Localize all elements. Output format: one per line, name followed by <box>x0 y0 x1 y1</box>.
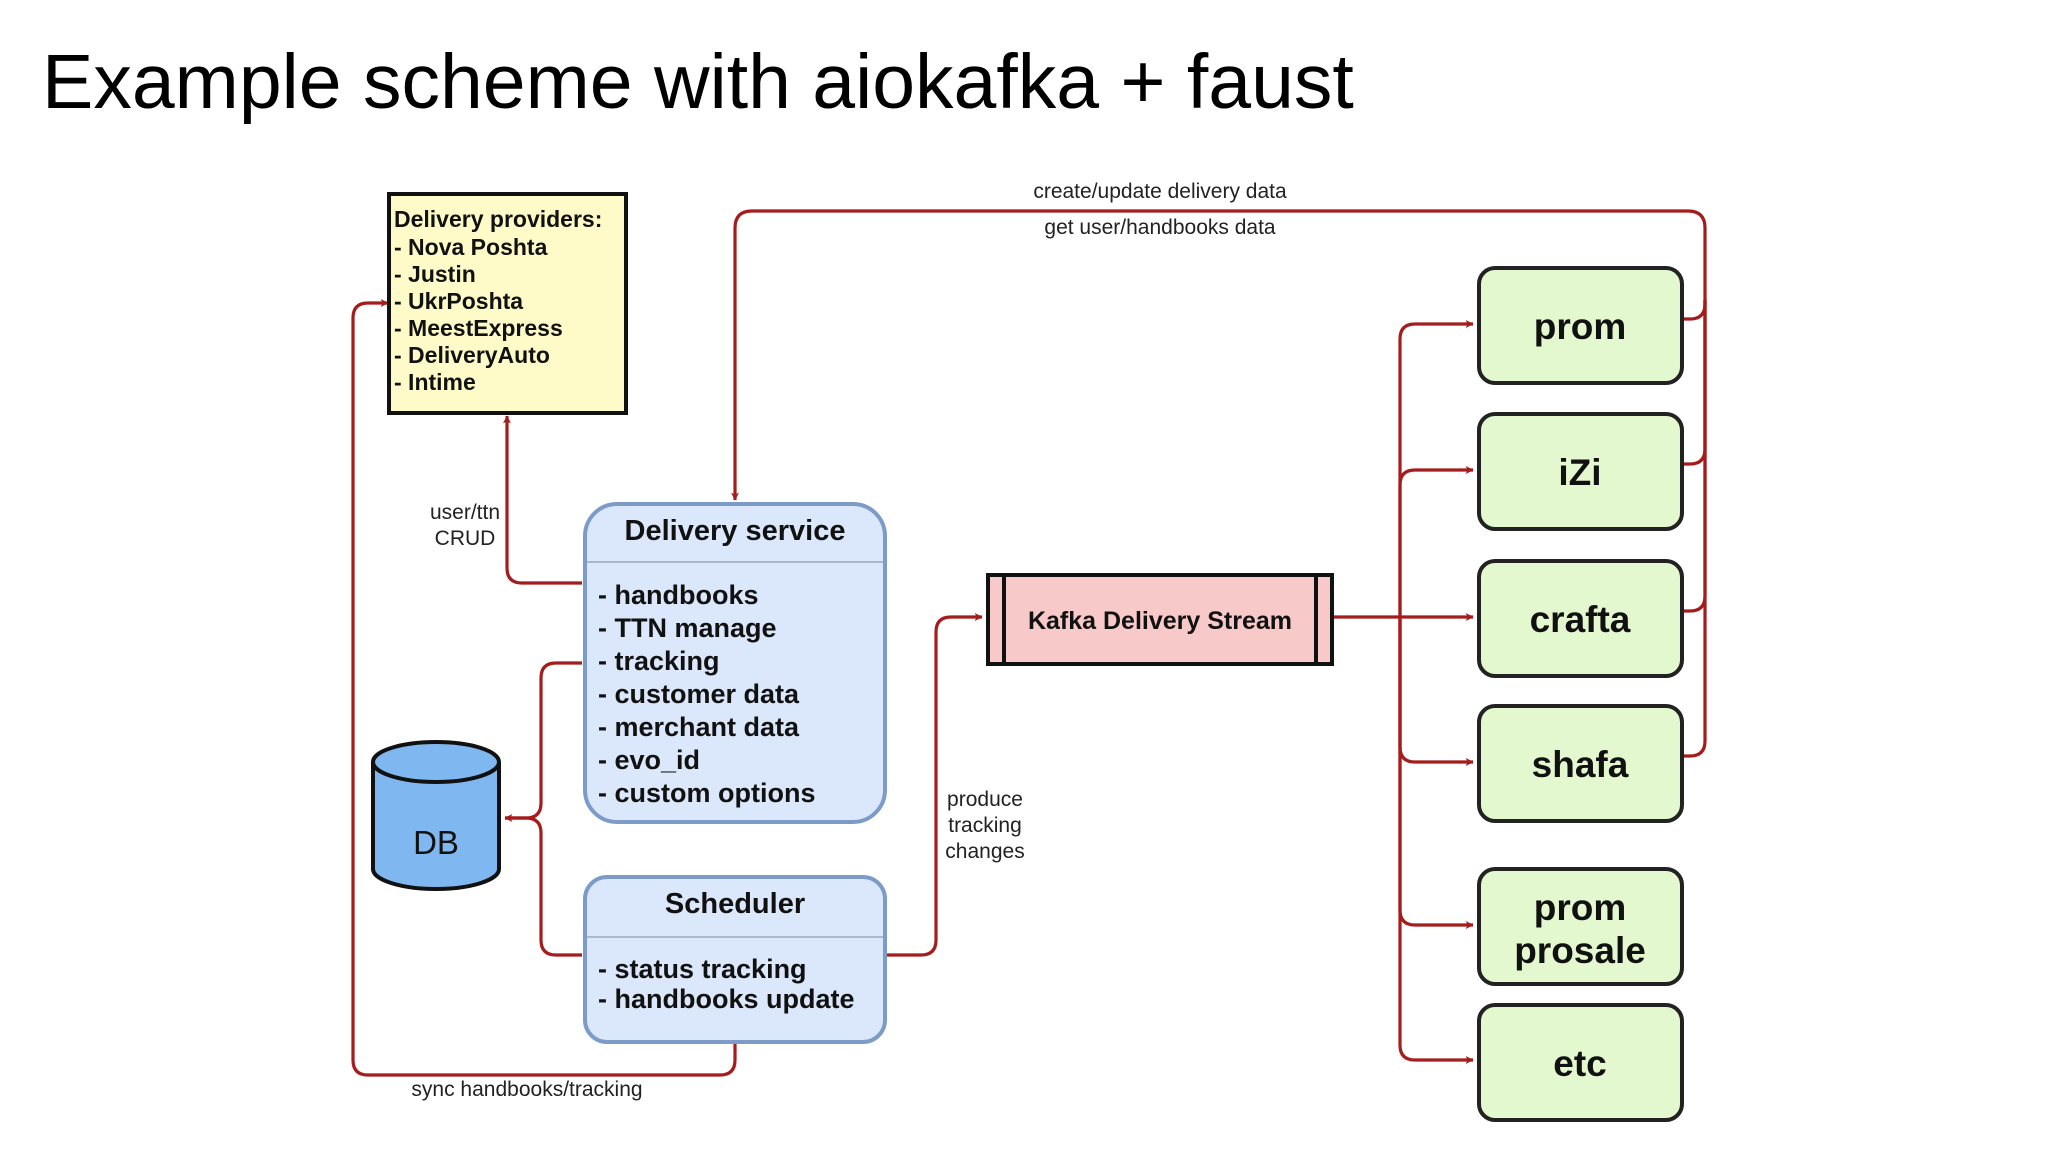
edge-service-to-providers <box>503 415 582 585</box>
service-item: - merchant data <box>598 712 800 742</box>
consumer-izi: iZi <box>1477 412 1684 531</box>
provider-item: - UkrPoshta <box>394 288 523 314</box>
consumer-label: iZi <box>1558 452 1601 493</box>
label-tracking: tracking <box>948 814 1022 837</box>
edge-kafka-to-prom <box>1398 320 1474 617</box>
consumer-label: prom <box>1534 887 1627 928</box>
delivery-service-node: Delivery service - handbooks - TTN manag… <box>583 502 887 824</box>
label-produce: produce <box>947 788 1023 811</box>
edge-shafa-return <box>1665 300 1707 758</box>
consumer-crafta: crafta <box>1477 559 1684 678</box>
edge-scheduler-to-db <box>505 816 582 957</box>
edge-scheduler-to-kafka <box>883 613 983 957</box>
delivery-providers-box: Delivery providers: - Nova Poshta - Just… <box>387 192 628 415</box>
service-item: - custom options <box>598 778 816 808</box>
provider-item: - Nova Poshta <box>394 234 548 260</box>
service-item: - TTN manage <box>598 613 777 643</box>
db-label: DB <box>413 824 459 861</box>
consumer-label: etc <box>1553 1043 1606 1084</box>
consumer-prom-prosale: prom prosale <box>1477 867 1684 986</box>
label-sync-handbooks-tracking: sync handbooks/tracking <box>411 1078 642 1101</box>
scheduler-node: Scheduler - status tracking - handbooks … <box>583 875 887 1044</box>
kafka-label: Kafka Delivery Stream <box>1028 607 1292 635</box>
edge-kafka-to-etc <box>1398 617 1474 1064</box>
consumer-label: crafta <box>1530 599 1631 640</box>
consumer-etc: etc <box>1477 1003 1684 1122</box>
label-get-user-handbooks: get user/handbooks data <box>1044 216 1275 239</box>
service-item: - tracking <box>598 646 720 676</box>
consumers: prom iZi crafta shafa prom prosale etc <box>1477 266 1684 1122</box>
providers-title: Delivery providers: <box>394 206 602 232</box>
consumer-shafa: shafa <box>1477 704 1684 823</box>
consumer-label: shafa <box>1532 744 1629 785</box>
kafka-stream-node: Kafka Delivery Stream <box>986 573 1334 666</box>
provider-item: - MeestExpress <box>394 315 563 341</box>
service-item: - handbooks <box>598 580 759 610</box>
edge-kafka-to-shafa <box>1398 617 1474 766</box>
scheduler-title: Scheduler <box>665 888 805 920</box>
label-crud: CRUD <box>435 527 496 550</box>
scheduler-item: - handbooks update <box>598 984 855 1014</box>
edge-sync-to-providers <box>351 299 737 1077</box>
consumer-label: prom <box>1534 306 1627 347</box>
service-item: - evo_id <box>598 745 700 775</box>
scheduler-item: - status tracking <box>598 954 807 984</box>
provider-item: - Justin <box>394 261 476 287</box>
provider-item: - Intime <box>394 369 476 395</box>
edges <box>351 209 1707 1077</box>
label-changes: changes <box>945 840 1024 863</box>
consumer-label: prosale <box>1514 930 1646 971</box>
edge-kafka-to-prom-prosale <box>1398 617 1474 929</box>
edge-service-to-db <box>504 661 582 822</box>
delivery-service-title: Delivery service <box>625 515 846 547</box>
label-create-update: create/update delivery data <box>1033 180 1287 203</box>
service-item: - customer data <box>598 679 800 709</box>
label-user-ttn: user/ttn <box>430 501 500 524</box>
db-cylinder: DB <box>371 740 501 891</box>
consumer-prom: prom <box>1477 266 1684 385</box>
edge-consumers-to-delivery-service <box>731 209 1707 501</box>
provider-item: - DeliveryAuto <box>394 342 550 368</box>
slide-title: Example scheme with aiokafka + faust <box>42 39 1354 125</box>
edge-labels: create/update delivery data get user/han… <box>411 180 1287 1101</box>
edge-kafka-to-izi <box>1398 466 1474 617</box>
